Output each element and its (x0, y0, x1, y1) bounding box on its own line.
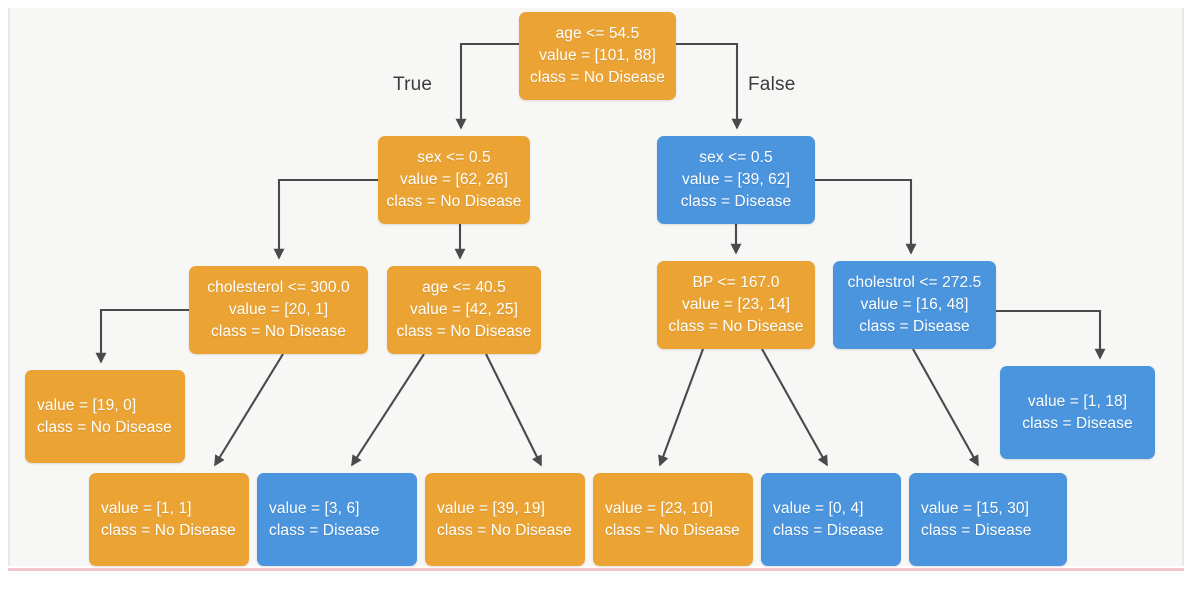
node-text-line: class = Disease (773, 521, 884, 539)
tree-leaf-node: value = [0, 4] class = Disease (761, 473, 901, 566)
node-text-line: class = No Disease (37, 418, 172, 436)
node-text-line: class = No Disease (396, 323, 532, 340)
node-text-line: age <= 54.5 (555, 25, 640, 42)
tree-split-node: cholesterol <= 300.0 value = [20, 1] class… (189, 266, 368, 354)
tree-leaf-node: value = [1, 1] class = No Disease (89, 473, 249, 566)
bottom-divider (8, 568, 1184, 571)
node-text-line: cholestrol <= 272.5 (847, 274, 982, 291)
branch-label-false: False (748, 74, 796, 95)
node-text-line: value = [0, 4] (773, 499, 864, 517)
branch-label-true: True (393, 74, 433, 95)
node-text-line: value = [23, 14] (681, 296, 791, 313)
tree-split-node: cholestrol <= 272.5 value = [16, 48] class… (833, 261, 996, 349)
node-text-line: BP <= 167.0 (692, 274, 780, 291)
tree-leaf-node: value = [3, 6] class = Disease (257, 473, 417, 566)
tree-split-node: sex <= 0.5 value = [39, 62] class = Diseas… (657, 136, 815, 224)
node-text-line: sex <= 0.5 (699, 149, 773, 166)
node-text-line: class = Disease (859, 318, 970, 335)
tree-leaf-node: value = [1, 18] class = Disease (1000, 366, 1155, 459)
node-text-line: value = [101, 88] (539, 47, 656, 64)
node-text-line: class = No Disease (101, 521, 236, 539)
node-text-line: value = [39, 62] (681, 171, 791, 188)
node-text-line: value = [1, 1] (101, 499, 192, 517)
tree-split-node: sex <= 0.5 value = [62, 26] class = No Dis… (378, 136, 530, 224)
node-text-line: value = [23, 10] (605, 499, 714, 517)
node-text-line: value = [42, 25] (409, 301, 519, 318)
node-text-line: class = No Disease (668, 318, 804, 335)
tree-leaf-node: value = [15, 30] class = Disease (909, 473, 1067, 566)
node-text-line: class = Disease (680, 193, 792, 210)
node-text-line: sex <= 0.5 (417, 149, 491, 166)
node-text-line: class = Disease (1022, 414, 1133, 432)
tree-split-node: age <= 54.5 value = [101, 88] class = No D… (519, 12, 676, 100)
tree-leaf-node: value = [39, 19] class = No Disease (425, 473, 585, 566)
node-text-line: value = [19, 0] (37, 396, 137, 414)
node-text-line: value = [16, 48] (860, 296, 969, 313)
node-text-line: value = [3, 6] (269, 499, 360, 517)
node-text-line: value = [20, 1] (228, 301, 329, 318)
tree-leaf-node: value = [23, 10] class = No Disease (593, 473, 753, 566)
tree-split-node: BP <= 167.0 value = [23, 14] class = No Di… (657, 261, 815, 349)
node-text-line: value = [1, 18] (1027, 392, 1128, 410)
node-text-line: class = No Disease (605, 521, 740, 539)
node-text-line: age <= 40.5 (422, 279, 506, 296)
node-text-line: class = Disease (269, 521, 380, 539)
node-text-line: class = No Disease (211, 323, 346, 340)
node-text-line: value = [62, 26] (399, 171, 509, 188)
node-text-line: value = [39, 19] (437, 499, 546, 517)
tree-split-node: age <= 40.5 value = [42, 25] class = No Di… (387, 266, 541, 354)
node-text-line: cholesterol <= 300.0 (207, 279, 350, 296)
node-text-line: class = No Disease (530, 69, 665, 86)
node-text-line: class = Disease (921, 521, 1032, 539)
node-text-line: class = No Disease (437, 521, 572, 539)
node-text-line: value = [15, 30] (921, 499, 1030, 517)
node-text-line: class = No Disease (386, 193, 522, 210)
tree-leaf-node: value = [19, 0] class = No Disease (25, 370, 185, 463)
